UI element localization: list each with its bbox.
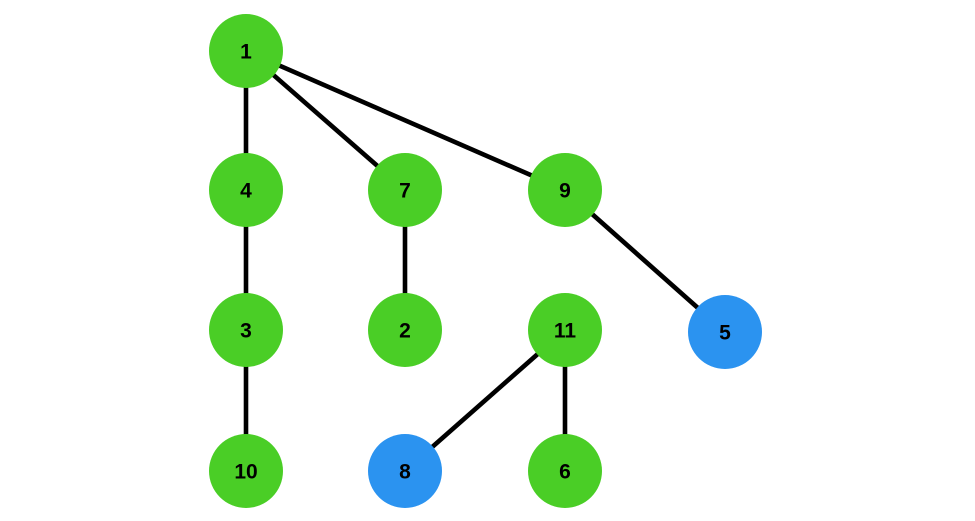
node-circle-9[interactable]: [528, 153, 602, 227]
graph-node-9[interactable]: 9: [528, 153, 602, 227]
node-circle-10[interactable]: [209, 434, 283, 508]
graph-node-10[interactable]: 10: [209, 434, 283, 508]
graph-node-8[interactable]: 8: [368, 434, 442, 508]
graph-node-7[interactable]: 7: [368, 153, 442, 227]
node-circle-11[interactable]: [528, 293, 602, 367]
edges-layer: [243, 48, 727, 473]
graph-node-11[interactable]: 11: [528, 293, 602, 367]
graph-edge-1-9[interactable]: [245, 48, 566, 193]
node-circle-5[interactable]: [688, 295, 762, 369]
graph-node-4[interactable]: 4: [209, 153, 283, 227]
node-circle-1[interactable]: [209, 14, 283, 88]
graph-node-2[interactable]: 2: [368, 293, 442, 367]
node-circle-3[interactable]: [209, 293, 283, 367]
node-circle-8[interactable]: [368, 434, 442, 508]
node-circle-6[interactable]: [528, 434, 602, 508]
node-circle-2[interactable]: [368, 293, 442, 367]
node-circle-7[interactable]: [368, 153, 442, 227]
graph-node-1[interactable]: 1: [209, 14, 283, 88]
graph-node-6[interactable]: 6: [528, 434, 602, 508]
graph-node-3[interactable]: 3: [209, 293, 283, 367]
node-circle-4[interactable]: [209, 153, 283, 227]
graph-node-5[interactable]: 5: [688, 295, 762, 369]
nodes-layer: 1 4 7 9 3 2 11 5 10 8 6: [209, 14, 762, 508]
